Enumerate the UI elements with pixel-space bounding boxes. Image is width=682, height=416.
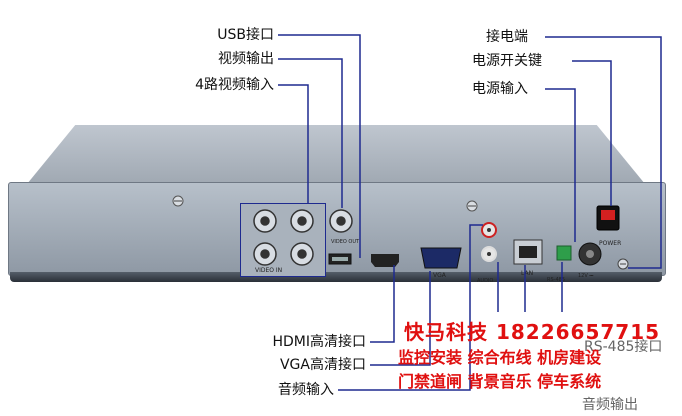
- video-in-marking: VIDEO IN: [255, 267, 282, 274]
- label-audio-out-partial: 音频输出: [582, 397, 638, 413]
- leader-line-video-in: [278, 84, 309, 203]
- leader-line-audio-in: [338, 224, 483, 391]
- rs485-terminal-icon: [556, 245, 572, 261]
- chassis-base: [10, 272, 662, 282]
- label-video-out: 视频输出: [218, 51, 274, 67]
- label-power-switch: 电源开关键: [472, 53, 542, 69]
- banner-line-2: 门禁道闸 背景音乐 停车系统: [398, 372, 602, 391]
- power-marking: POWER: [599, 240, 621, 247]
- leader-line-hdmi: [370, 265, 395, 343]
- dc-marking: 12V ⎓: [578, 273, 593, 279]
- vga-port-icon: [420, 247, 462, 269]
- label-video-in: 4路视频输入: [195, 77, 274, 93]
- leader-line-vga: [370, 271, 431, 366]
- label-usb: USB接口: [217, 27, 274, 43]
- leader-line-video-out: [278, 58, 343, 208]
- banner-title: 快马科技 18226657715: [404, 320, 661, 344]
- label-ground: 接电端: [486, 29, 528, 45]
- bnc-video-out-icon: [329, 209, 353, 233]
- video-out-marking: VIDEO OUT: [331, 239, 360, 245]
- audio-marking: AUDIO: [477, 278, 493, 284]
- ground-terminal-icon: [617, 258, 629, 270]
- label-hdmi: HDMI高清接口: [272, 334, 366, 350]
- label-rs485-partial: RS-485接口: [584, 339, 663, 355]
- leader-line-power-switch: [572, 60, 612, 206]
- screw-icon: [466, 200, 478, 212]
- leader-line-power-in: [545, 88, 576, 242]
- hdmi-port-icon: [371, 254, 399, 267]
- label-audio-in: 音频输入: [278, 382, 334, 398]
- rs485-marking: RS-485: [547, 277, 565, 283]
- vga-marking: VGA: [433, 272, 447, 279]
- bnc-video-in-icon: [253, 209, 314, 266]
- label-vga: VGA高清接口: [279, 357, 366, 373]
- leader-line-ground: [545, 36, 662, 269]
- label-power-in: 电源输入: [472, 81, 528, 97]
- screw-icon: [172, 195, 184, 207]
- leader-line-usb: [278, 34, 361, 258]
- rca-audio-out-icon: [481, 222, 497, 238]
- rca-audio-in-icon: [481, 246, 497, 262]
- lan-marking: LAN: [521, 270, 533, 277]
- banner-line-1: 监控安装 综合布线 机房建设: [398, 348, 602, 367]
- dc-power-port-icon: [578, 242, 602, 266]
